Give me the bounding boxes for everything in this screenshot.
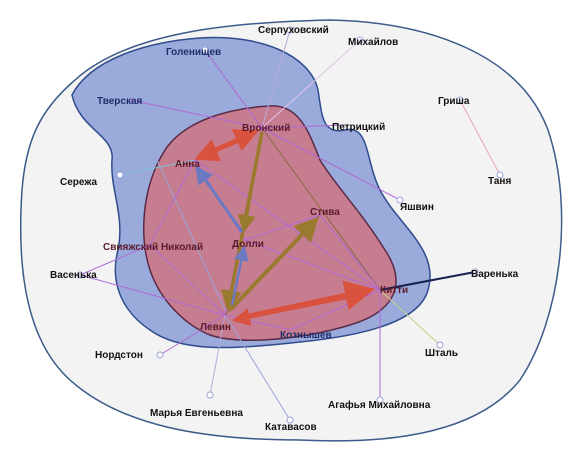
label-dolly: Долли [232, 239, 264, 250]
label-yashvin: Яшвин [400, 202, 434, 213]
label-stiva: Стива [310, 207, 340, 218]
label-katavasov: Катавасов [265, 422, 317, 433]
label-vronsky: Вронский [242, 123, 290, 134]
inner-region [143, 105, 397, 341]
label-anna: Анна [175, 159, 200, 170]
strong-links [194, 129, 375, 326]
label-mikhailov: Михайлов [348, 37, 398, 48]
label-seryozha: Сережа [60, 177, 98, 188]
label-tanya: Таня [488, 176, 511, 187]
arrow-levin-dolly [230, 245, 249, 306]
label-varenka: Варенька [471, 269, 519, 280]
label-nordston: Нордстон [95, 350, 143, 361]
label-golenishchev: Голенищев [166, 47, 221, 58]
arrow-levin-stiva [228, 217, 319, 312]
label-levin: Левин [200, 322, 231, 333]
label-koznyshev: Кознышев [280, 330, 332, 341]
arrow-dolly-anna [195, 165, 244, 233]
label-vasenka: Васенька [50, 270, 97, 281]
arrow-vronsky-dolly [237, 131, 264, 233]
label-sviyazhsky: Свияжский Николай [103, 242, 203, 253]
label-marya: Марья Евгеньевна [150, 408, 243, 419]
thin-edges [79, 29, 501, 421]
label-petritsky: Петрицкий [332, 122, 385, 133]
label-grisha: Гриша [438, 96, 470, 107]
node-dots [76, 26, 504, 424]
node-labels: Серпуховский Михайлов Голенищев Тверская… [50, 25, 519, 433]
label-shtal: Шталь [425, 348, 458, 359]
label-tverskaya: Тверская [97, 96, 143, 107]
label-kitty: Китти [380, 285, 408, 296]
arrow-anna-vronsky [209, 129, 259, 154]
label-agafya: Агафья Михайловна [328, 399, 431, 411]
label-serpukhovsky: Серпуховский [258, 25, 329, 36]
arrow-kitty-levin [232, 293, 361, 326]
